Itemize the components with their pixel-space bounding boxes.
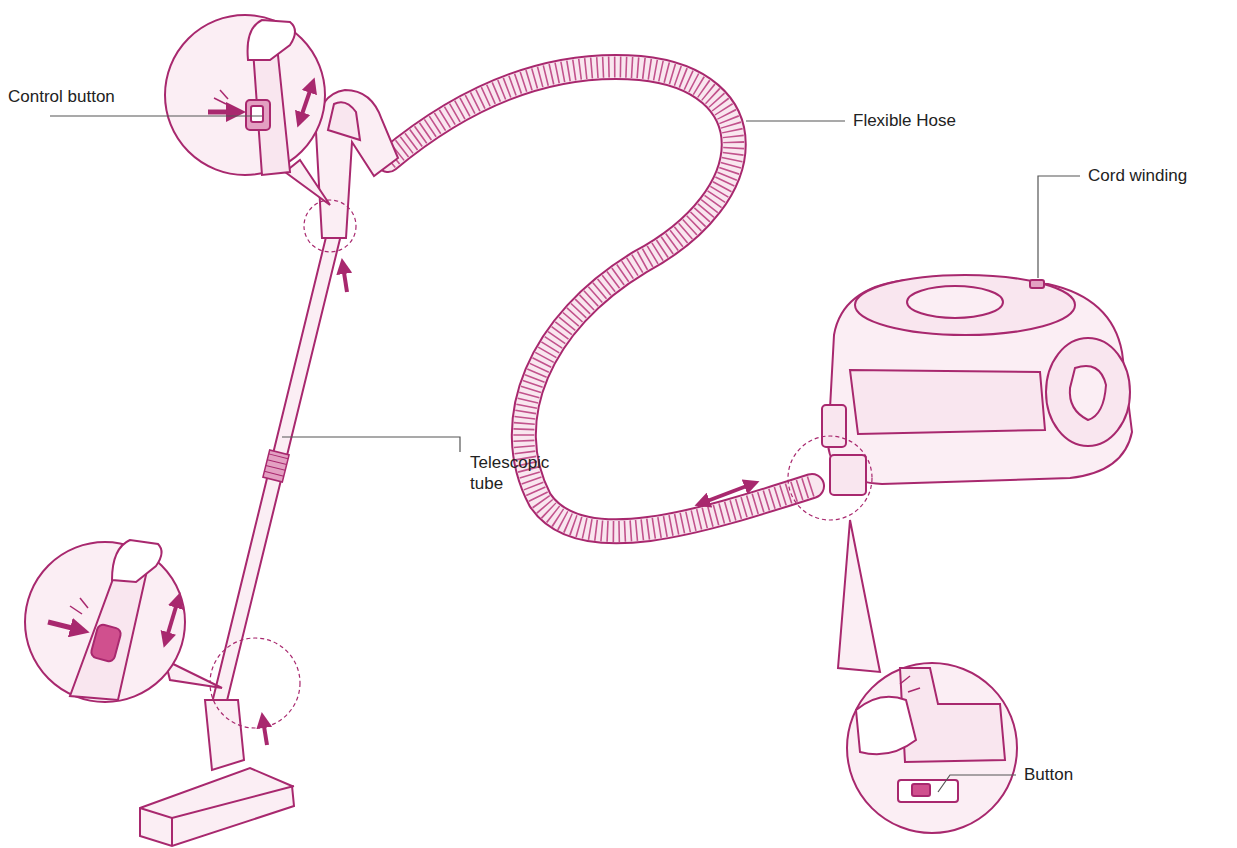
- detail-callout: [165, 15, 330, 205]
- part-label: Telescopic tube: [470, 452, 562, 494]
- part-label: Control button: [8, 86, 115, 107]
- detail-callout: [838, 520, 1017, 833]
- part-label: Button: [1024, 764, 1073, 785]
- part-label: Cord winding: [1088, 165, 1187, 186]
- direction-arrow: [263, 266, 752, 745]
- telescopic-tube: [218, 238, 333, 708]
- detail-callout: [25, 540, 222, 702]
- leader-line: [50, 116, 1080, 792]
- hose-handle: [316, 90, 398, 238]
- zoom-marker: [210, 200, 872, 728]
- floor-nozzle: [140, 700, 294, 846]
- part-label: Flexible Hose: [853, 110, 956, 131]
- flexible-hose: [388, 67, 812, 531]
